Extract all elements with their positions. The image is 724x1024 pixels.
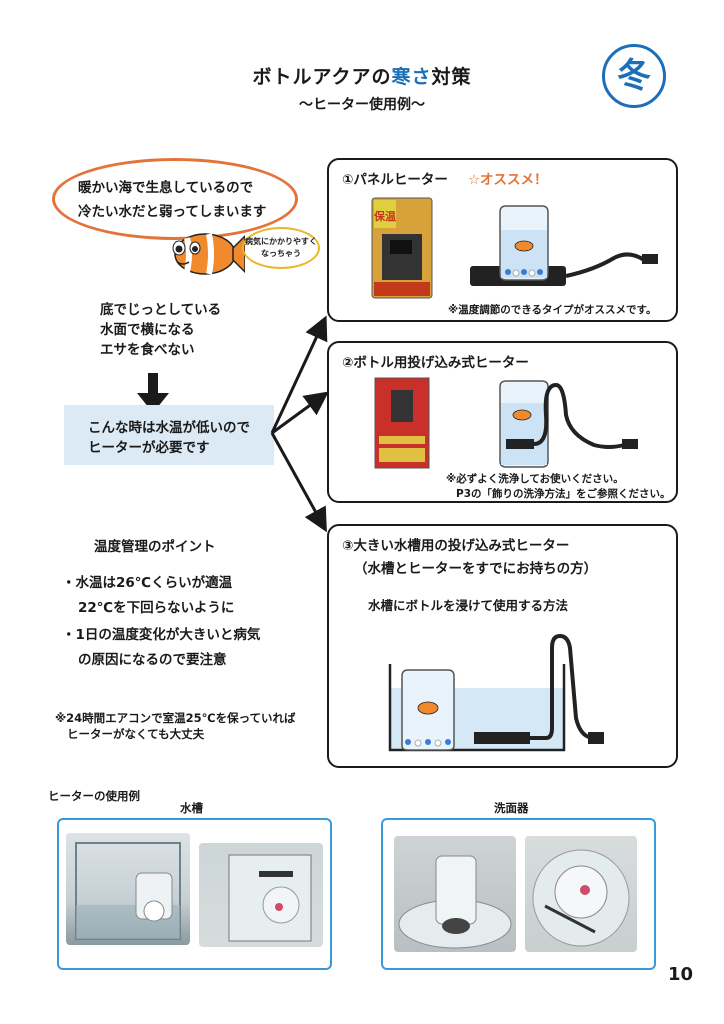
- sink-photo-2: [525, 836, 637, 952]
- sink-photo-2-content: [532, 849, 630, 947]
- aircon-note: ※24時間エアコンで室温25℃を保っていれば ヒーターがなくても大丈夫: [55, 710, 296, 742]
- intro-ellipse: [52, 158, 298, 240]
- bubble-line-2: なっちゃう: [261, 249, 301, 258]
- title-accent: 寒さ: [391, 66, 432, 88]
- title-part-2: 対策: [431, 66, 472, 88]
- panel-1-title: ①パネルヒーター: [342, 172, 448, 188]
- symptom-list: 底でじっとしている 水面で横になる エサを食べない: [100, 300, 221, 360]
- panel-1-note: ※温度調節のできるタイプがオススメです。: [448, 304, 657, 316]
- need-heater-text: こんな時は水温が低いので ヒーターが必要です: [88, 418, 250, 458]
- need-line-2: ヒーターが必要です: [88, 440, 210, 456]
- panel-3-title: ③大きい水槽用の投げ込み式ヒーター: [342, 538, 570, 554]
- tank-photo-2: [199, 843, 323, 947]
- point-item: ・1日の温度変化が大きいと病気: [62, 627, 261, 643]
- page-number: 10: [668, 964, 694, 985]
- panel-2-note-line-1: ※必ずよく洗浄してお使いください。: [446, 473, 624, 485]
- point-item: 22℃を下回らないように: [78, 600, 235, 616]
- symptom-item: 水面で横になる: [100, 322, 195, 338]
- intro-line-1: 暖かい海で生息しているので: [78, 180, 254, 196]
- tank-heater-illustration: [388, 633, 604, 752]
- aircon-note-line-2: ヒーターがなくても大丈夫: [67, 727, 205, 741]
- panel-3-description: 水槽にボトルを浸けて使用する方法: [368, 598, 569, 613]
- panel-heater-package-image: 保温: [371, 197, 433, 299]
- sink-photo-1: [394, 836, 516, 952]
- sink-photo-frame: [381, 818, 656, 970]
- tank-caption: 水槽: [180, 801, 203, 815]
- sink-caption: 洗面器: [494, 801, 529, 815]
- panel-3-heading: ③大きい水槽用の投げ込み式ヒーター （水槽とヒーターをすでにお持ちの方）: [342, 534, 597, 577]
- package-label: 保温: [373, 209, 396, 223]
- sink-photo-1-content: [398, 855, 512, 949]
- tank-photo-2-content: [228, 854, 312, 942]
- title-part-1: ボトルアクアの: [252, 66, 392, 88]
- panel-3-subtitle: （水槽とヒーターをすでにお持ちの方）: [354, 561, 598, 577]
- season-badge: 冬: [602, 44, 666, 108]
- aircon-note-line-1: ※24時間エアコンで室温25℃を保っていれば: [55, 711, 296, 725]
- points-title: 温度管理のポイント: [94, 539, 216, 555]
- clownfish-icon: [172, 233, 245, 275]
- point-item: ・水温は26℃くらいが適温: [62, 575, 233, 591]
- symptom-item: エサを食べない: [100, 342, 195, 358]
- tank-photo-1-content: [75, 842, 181, 940]
- intro-text: 暖かい海で生息しているので 冷たい水だと弱ってしまいます: [78, 176, 266, 224]
- panel-2-note-line-2: P3の「飾りの洗浄方法」をご参照ください。: [456, 488, 671, 500]
- need-line-1: こんな時は水温が低いので: [88, 420, 250, 436]
- branch-arrows: [270, 315, 329, 533]
- panel-heater-illustration: [470, 205, 658, 286]
- bottle-heater-illustration: [499, 380, 638, 468]
- panel-1-heading: ①パネルヒーター ☆オススメ！: [342, 168, 548, 188]
- bubble-line-1: 病気にかかりやすく: [245, 237, 317, 246]
- page-title: ボトルアクアの寒さ対策: [0, 62, 724, 89]
- down-arrow-icon: [137, 373, 169, 413]
- bottle-heater-package-image: [374, 377, 430, 469]
- panel-2-heading: ②ボトル用投げ込み式ヒーター: [342, 355, 529, 371]
- need-heater-box: [64, 405, 274, 465]
- fish-speech-bubble: 病気にかかりやすく なっちゃう: [242, 227, 320, 269]
- examples-label: ヒーターの使用例: [48, 789, 140, 803]
- tank-photo-1: [66, 833, 190, 945]
- symptom-item: 底でじっとしている: [100, 302, 222, 318]
- intro-line-2: 冷たい水だと弱ってしまいます: [78, 204, 267, 220]
- point-item: の原因になるので要注意: [78, 652, 227, 668]
- page-subtitle: 〜ヒーター使用例〜: [299, 97, 425, 113]
- panel-2-note: ※必ずよく洗浄してお使いください。 P3の「飾りの洗浄方法」をご参照ください。: [446, 472, 671, 502]
- recommend-badge: ☆オススメ！: [467, 172, 548, 188]
- tank-photo-frame: [57, 818, 332, 970]
